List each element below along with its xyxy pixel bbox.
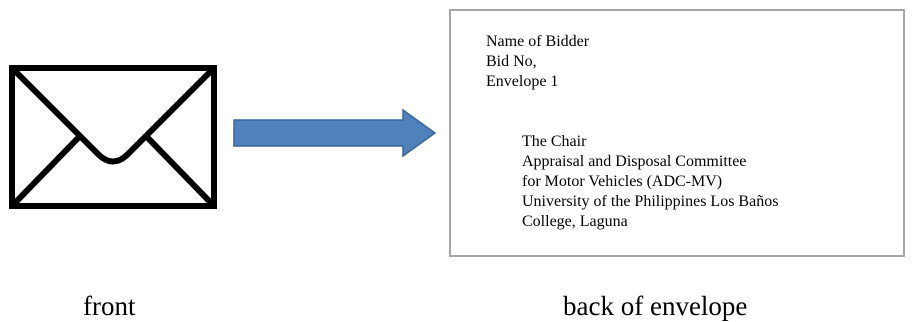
recipient-university-line: University of the Philippines Los Baños — [522, 193, 779, 210]
bid-number-line: Bid No, — [486, 53, 537, 70]
recipient-title-line: The Chair — [522, 133, 587, 150]
back-caption: back of envelope — [563, 291, 748, 321]
sender-name-line: Name of Bidder — [486, 33, 590, 50]
front-caption: front — [83, 291, 136, 321]
recipient-committee-scope-line: for Motor Vehicles (ADC-MV) — [522, 173, 723, 190]
envelope-icon — [9, 65, 217, 209]
envelope-number-line: Envelope 1 — [486, 73, 559, 90]
envelope-back-card: Name of Bidder Bid No, Envelope 1 The Ch… — [449, 9, 905, 257]
right-arrow — [233, 108, 437, 158]
recipient-address-block: The Chair Appraisal and Disposal Committ… — [522, 132, 778, 232]
recipient-committee-line: Appraisal and Disposal Committee — [522, 153, 747, 170]
recipient-location-line: College, Laguna — [522, 213, 628, 230]
sender-block: Name of Bidder Bid No, Envelope 1 — [486, 32, 589, 92]
